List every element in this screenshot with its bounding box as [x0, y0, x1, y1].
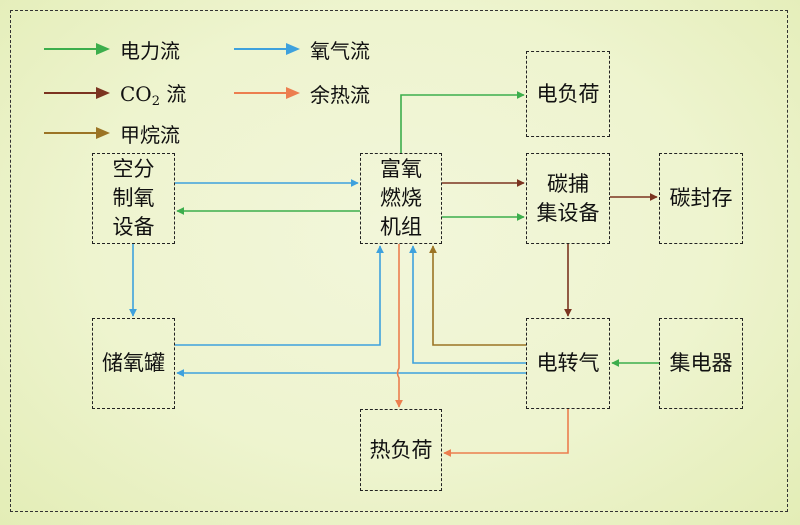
legend-oxygen-arrow-icon	[234, 43, 300, 55]
edge-oxyfuel-heat-to-heat-load	[395, 244, 403, 408]
legend-electricity-arrow-icon	[44, 43, 110, 55]
edge-oxyfuel-to-electric-load	[400, 91, 525, 153]
node-heat-load: 热负荷	[360, 409, 442, 491]
node-oxy-fuel-unit: 富氧燃烧机组	[360, 153, 442, 244]
legend-methane-label: 甲烷流	[120, 122, 180, 147]
node-oxygen-tank: 储氧罐	[92, 318, 175, 409]
edge-oxygen-tank-to-oxyfuel	[175, 245, 384, 346]
edge-power-to-gas-oxygen-to-oxyfuel	[409, 245, 526, 364]
node-electric-load: 电负荷	[526, 51, 610, 137]
node-collector: 集电器	[659, 318, 743, 409]
legend-electricity-label: 电力流	[120, 38, 180, 63]
legend-methane-arrow-icon	[44, 127, 110, 139]
legend-co2: CO2 流	[42, 78, 186, 109]
legend-waste-heat-arrow-icon	[234, 87, 300, 99]
legend-co2-label: CO2 流	[120, 78, 186, 109]
legend-co2-suffix: 流	[159, 81, 187, 106]
node-power-to-gas: 电转气	[526, 318, 610, 409]
legend-oxygen-label: 氧气流	[310, 38, 370, 63]
legend-electricity: 电力流	[42, 36, 180, 63]
node-carbon-capture: 碳捕集设备	[526, 153, 610, 244]
node-carbon-storage: 碳封存	[659, 153, 743, 244]
legend-waste-heat: 余热流	[232, 80, 370, 107]
legend-co2-subscript: 2	[151, 93, 160, 109]
legend-co2-arrow-icon	[44, 87, 110, 99]
legend-waste-heat-label: 余热流	[310, 82, 370, 107]
edge-power-to-gas-methane-to-oxyfuel	[429, 245, 526, 346]
legend-methane: 甲烷流	[42, 120, 180, 147]
edge-power-to-gas-heat-to-heat-load	[443, 409, 569, 457]
outer-frame	[10, 10, 788, 512]
legend-co2-prefix: CO	[120, 81, 152, 106]
legend-oxygen: 氧气流	[232, 36, 370, 63]
node-air-separation: 空分制氧设备	[92, 153, 175, 244]
